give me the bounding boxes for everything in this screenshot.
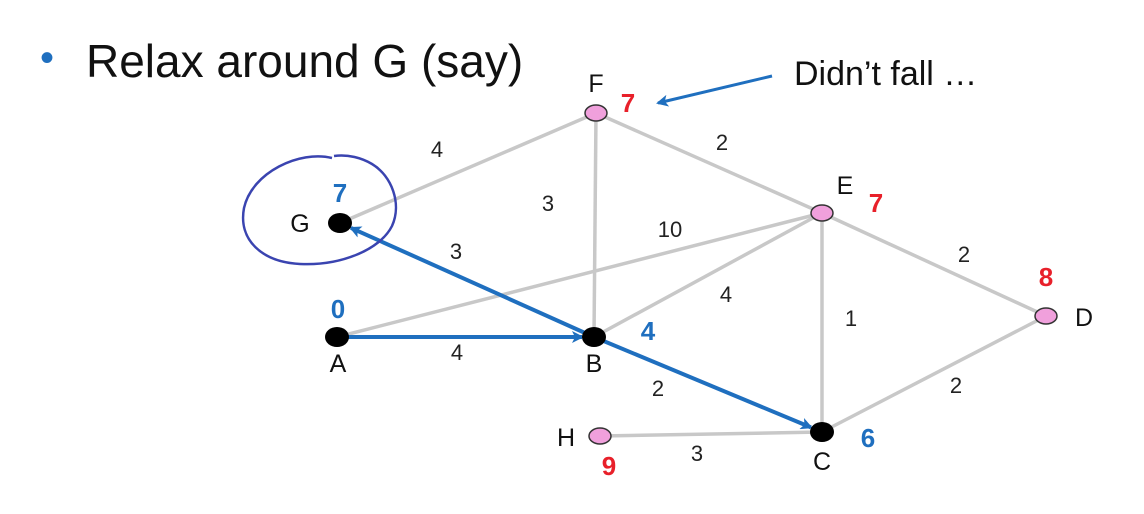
node-label-g: G bbox=[290, 210, 309, 238]
edges bbox=[336, 111, 1047, 438]
edge-weight-label: 2 bbox=[652, 376, 664, 401]
node-a bbox=[325, 327, 349, 347]
node-f bbox=[584, 104, 608, 122]
edge-weights: 4 3 2 10 4 1 2 2 3 4 3 2 bbox=[431, 130, 970, 466]
distance-label-f: 7 bbox=[621, 88, 635, 118]
edge-weight-label: 2 bbox=[958, 242, 970, 267]
edge-e-d bbox=[821, 211, 1047, 318]
edge-h-c bbox=[599, 430, 823, 438]
edge-g-f bbox=[339, 111, 597, 225]
distance-label-e: 7 bbox=[869, 188, 883, 218]
slide-title: Relax around G (say) bbox=[86, 35, 524, 87]
node-label-c: C bbox=[813, 448, 831, 476]
pointer-arrow-icon bbox=[656, 74, 773, 107]
edge-weight-label: 3 bbox=[691, 441, 703, 466]
edge-b-e bbox=[593, 211, 823, 339]
distance-label-a: 0 bbox=[331, 294, 345, 324]
handdrawn-circle-icon bbox=[241, 154, 398, 266]
node-d bbox=[1034, 307, 1058, 325]
bullet-point: • bbox=[40, 36, 55, 80]
edge-a-e bbox=[336, 211, 823, 339]
distance-label-g: 7 bbox=[333, 178, 347, 208]
annotations bbox=[241, 74, 773, 266]
node-b bbox=[582, 327, 606, 347]
distance-label-b: 4 bbox=[641, 316, 656, 346]
edge-f-e bbox=[595, 111, 823, 215]
node-e bbox=[810, 204, 834, 222]
node-label-h: H bbox=[557, 424, 575, 452]
edge-weight-label: 3 bbox=[542, 191, 554, 216]
node-label-f: F bbox=[588, 70, 603, 98]
edge-weight-label: 2 bbox=[950, 373, 962, 398]
edge-weight-label: 2 bbox=[716, 130, 728, 155]
distance-label-d: 8 bbox=[1039, 262, 1053, 292]
edge-weight-label: 3 bbox=[450, 239, 462, 264]
edge-weight-label: 4 bbox=[431, 137, 443, 162]
edge-c-d bbox=[821, 314, 1047, 434]
edge-weight-label: 4 bbox=[451, 340, 463, 365]
node-label-b: B bbox=[586, 350, 603, 378]
edge-weight-label: 4 bbox=[720, 282, 732, 307]
node-h bbox=[588, 427, 612, 445]
node-label-a: A bbox=[330, 350, 347, 378]
node-label-e: E bbox=[837, 172, 854, 200]
relaxed-edge-b-c bbox=[593, 335, 813, 430]
relaxed-edge-b-g bbox=[349, 226, 595, 339]
node-g bbox=[328, 213, 352, 233]
node-label-d: D bbox=[1075, 304, 1093, 332]
edge-weight-label: 1 bbox=[845, 306, 857, 331]
edge-f-b bbox=[592, 112, 598, 338]
distance-label-h: 9 bbox=[602, 451, 616, 481]
node-c bbox=[810, 422, 834, 442]
annotation-note: Didn’t fall … bbox=[794, 55, 978, 93]
edge-weight-label: 10 bbox=[658, 217, 682, 242]
distance-label-c: 6 bbox=[861, 423, 875, 453]
